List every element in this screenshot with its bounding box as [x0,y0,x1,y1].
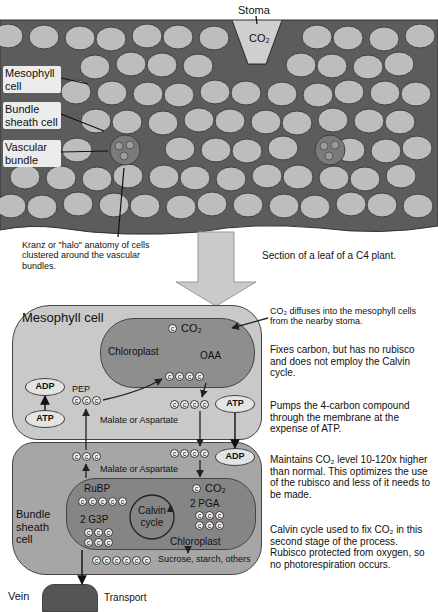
flow-arrow [81,550,82,584]
node-heading: Mesophyll cell [22,311,132,326]
atp-ellipse: ATP [215,395,255,413]
adp-ellipse: ADP [25,378,65,396]
carbon-atom: c [132,556,141,565]
carbon-atom: c [72,452,81,461]
carbon-atom: c [215,511,224,520]
note-text: Calvin cycle used to fix CO₂ in this sec… [270,524,432,570]
carbon-atom: c [192,484,201,493]
carbon-atom: c [205,521,214,530]
part-label: Mesophyll cell [3,66,61,93]
node-text: OAA [200,350,230,362]
flow-arrow [234,413,235,448]
carbon-atom: c [94,538,103,547]
carbon-atom: c [195,521,204,530]
part-label: Transport [104,592,164,604]
carbon-atom: c [92,396,101,405]
node-text: RuBP [84,483,118,495]
carbon-atom: c [82,396,91,405]
node-heading: ATP [25,413,65,423]
carbon-atom: c [72,396,81,405]
carbon-atom: c [200,449,209,458]
part-label: Malate or Aspartate [100,415,190,425]
carbon-atom: c [170,449,179,458]
part-label: Vascular bundle [3,140,61,167]
carbon-atom: c [102,556,111,565]
carbon-atom: c [104,538,113,547]
note-text: Pumps the 4-carbon compound through the … [270,400,432,435]
part-label: CO₂ [249,32,271,45]
note-text: Maintains CO₂ level 10-120x higher than … [270,454,432,500]
node-heading: ADP [215,451,255,461]
carbon-atom: c [88,497,97,506]
node-heading: Bundle sheath cell [16,508,64,546]
node-heading: ADP [25,381,65,391]
carbon-atom: c [205,511,214,520]
carbon-atom: c [84,528,93,537]
vein: Vein [42,584,98,612]
carbon-atom: c [165,372,174,381]
part-label: Malate or Aspartate [100,464,190,474]
carbon-atom: c [108,497,117,506]
carbon-atom: c [92,556,101,565]
node-text: Calvin cycle [132,505,172,528]
carbon-atom: c [142,556,151,565]
carbon-atom: c [122,556,131,565]
node-text: CO₂ [205,482,229,495]
node-heading: Vein [8,590,40,603]
part-label: PEP [72,384,98,394]
carbon-atom: c [98,497,107,506]
carbon-atom: c [190,400,199,409]
carbon-atom: c [78,497,87,506]
carbon-atom: c [84,538,93,547]
carbon-atom: c [118,497,127,506]
carbon-atom: c [200,400,209,409]
note-text: Fixes carbon, but has no rubisco and doe… [270,344,432,379]
carbon-atom: c [175,372,184,381]
carbon-atom: c [180,400,189,409]
atp-ellipse: ATP [25,410,65,428]
carbon-atom: c [215,521,224,530]
part-label: Stoma [238,4,278,17]
carbon-atom: c [112,556,121,565]
carbon-atom: c [94,528,103,537]
part-label: Section of a leaf of a C4 plant. [262,250,434,262]
node-text: CO₂ [181,322,207,335]
node-text: 2 G3P [80,514,114,526]
part-label: Bundle sheath cell [3,102,61,129]
carbon-atom: c [190,449,199,458]
carbon-atom: c [195,511,204,520]
carbon-atom: c [195,372,204,381]
node-heading: Chloroplast [108,346,174,358]
carbon-atom: c [180,449,189,458]
adp-ellipse: ADP [215,448,255,466]
node-heading: ATP [215,398,255,408]
carbon-atom: c [92,452,101,461]
carbon-atom: c [170,400,179,409]
part-label: Sucrose, starch, others [158,554,260,564]
carbon-atom: c [185,372,194,381]
note-text: CO₂ diffuses into the mesophyll cells fr… [270,306,432,327]
part-label: Kranz or "halo" anatomy of cells cluster… [22,240,172,271]
carbon-atom: c [168,324,177,333]
node-heading: Chloroplast [170,536,230,548]
carbon-atom: c [82,452,91,461]
flow-arrow [44,396,45,410]
carbon-atom: c [104,528,113,537]
node-text: 2 PGA [190,498,230,510]
